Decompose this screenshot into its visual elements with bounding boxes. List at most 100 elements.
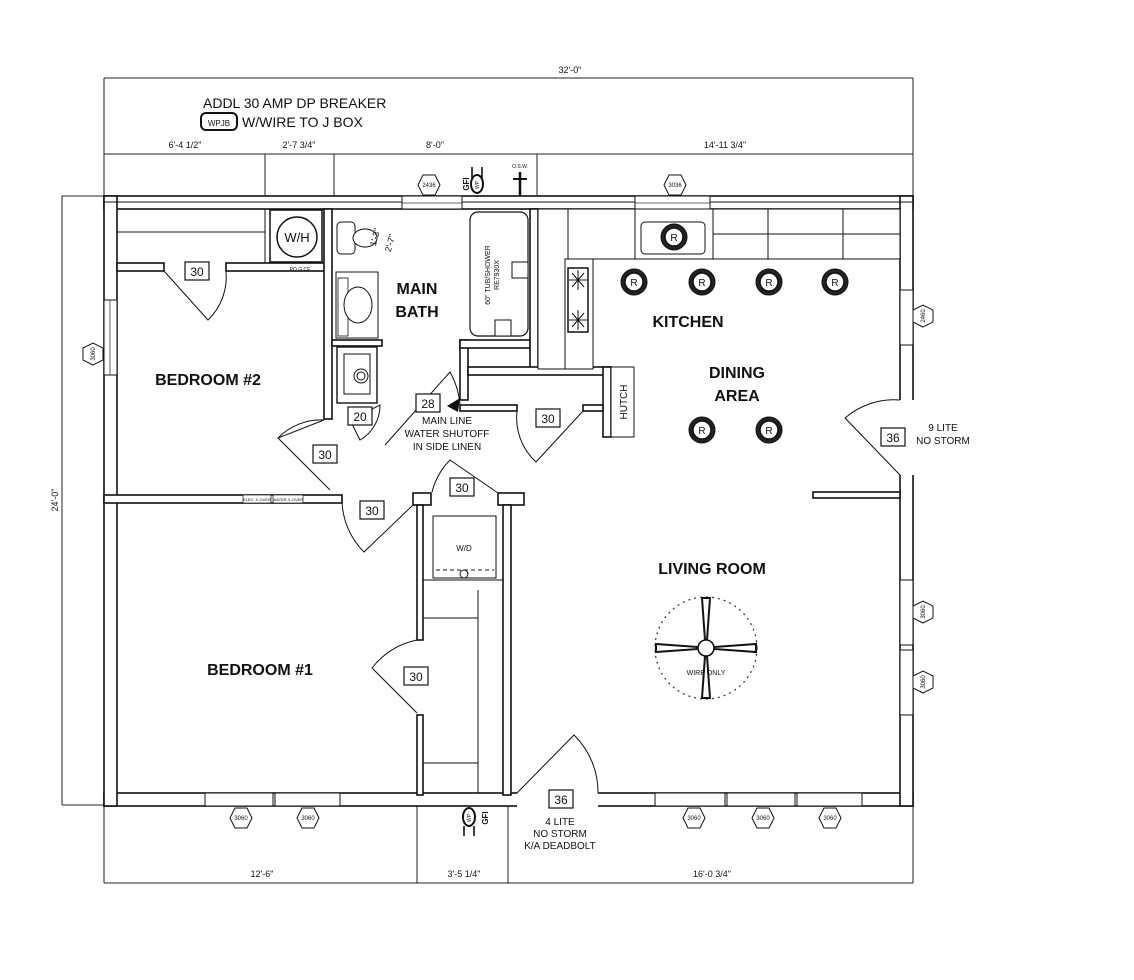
svg-text:28: 28 xyxy=(421,397,435,411)
window-tag-kitchen: 3036 xyxy=(663,174,687,196)
dim-top-2: 2'-7 3/4" xyxy=(283,140,316,150)
svg-text:30: 30 xyxy=(409,670,423,684)
recessed-light-label: R xyxy=(670,233,677,244)
door-tags: 30 20 28 30 30 30 30 30 36 36 xyxy=(184,261,906,809)
toilet-dim-2: 2'-7" xyxy=(383,233,397,253)
room-dining-2: AREA xyxy=(714,388,760,405)
svg-text:3060: 3060 xyxy=(921,605,927,619)
svg-text:30: 30 xyxy=(318,448,332,462)
dim-overall-width: 32'-0" xyxy=(559,65,582,75)
room-main-bath-1: MAIN xyxy=(397,281,438,298)
elec-xover-label: ELEC. X-OVER xyxy=(243,497,271,502)
door-tag-pantry: 30 xyxy=(535,408,561,428)
window-tag-kitchen-side: 2460 xyxy=(912,304,934,328)
door-tag-linen: 20 xyxy=(347,406,373,426)
toilet-dim-1: 1'-3" xyxy=(368,227,382,247)
window-tag-living-side2: 3060 xyxy=(912,670,934,694)
window-tag-bed1-b: 3060 xyxy=(296,807,320,829)
tub-label-1: 60" TUB/SHOWER xyxy=(485,245,492,305)
recessed-light-icon: R xyxy=(620,268,648,296)
dim-top-3: 8'-0" xyxy=(426,140,444,150)
water-shutoff-note-2: WATER SHUTOFF xyxy=(405,429,490,440)
fan-hub-icon xyxy=(697,639,715,657)
svg-text:30: 30 xyxy=(190,265,204,279)
door-tag-bath: 28 xyxy=(415,393,441,413)
window-tag-bath: 2436 xyxy=(417,174,441,196)
recessed-light-label: R xyxy=(630,278,637,289)
room-dining-1: DINING xyxy=(709,365,765,382)
breaker-note-line2: W/WIRE TO J BOX xyxy=(242,114,363,130)
window-tag-bed1-a: 3060 xyxy=(229,807,253,829)
door-tag-bed1-closet: 30 xyxy=(403,666,429,686)
door-tag-bed2: 30 xyxy=(312,444,338,464)
osw-label: O.S.W. xyxy=(512,164,528,170)
svg-text:20: 20 xyxy=(353,410,367,424)
side-door-note-2: NO STORM xyxy=(916,436,970,447)
notes: MAIN LINE WATER SHUTOFF IN SIDE LINEN 9 … xyxy=(405,398,970,852)
dim-bottom-2: 3'-5 1/4" xyxy=(448,869,481,879)
hutch: HUTCH xyxy=(610,366,635,438)
svg-text:30: 30 xyxy=(541,412,555,426)
window-tag-living-side1: 3060 xyxy=(912,600,934,624)
front-door-note-3: K/A DEADBOLT xyxy=(524,841,596,852)
breaker-note: ADDL 30 AMP DP BREAKER WPJB W/WIRE TO J … xyxy=(200,95,386,131)
door-tag-side-entry: 36 xyxy=(880,427,906,447)
side-door-note-1: 9 LITE xyxy=(928,423,958,434)
breaker-note-line1: ADDL 30 AMP DP BREAKER xyxy=(203,95,386,111)
dim-bottom-3: 16'-0 3/4" xyxy=(693,869,731,879)
window-tag-living-c: 3060 xyxy=(818,807,842,829)
wpjb-symbol-label: WPJB xyxy=(208,119,230,128)
linen-washer xyxy=(336,346,378,404)
washer-dryer-label: W/D xyxy=(456,544,472,553)
svg-text:2460: 2460 xyxy=(921,309,927,323)
hutch-label: HUTCH xyxy=(619,385,630,420)
svg-text:3036: 3036 xyxy=(668,183,682,189)
wp-label-top: WP xyxy=(475,180,481,189)
water-heater-icon xyxy=(276,216,318,258)
svg-text:3060: 3060 xyxy=(301,816,315,822)
recessed-light-icon: R xyxy=(660,223,688,251)
recessed-light-icon: R xyxy=(755,268,783,296)
shutoff-arrow-icon xyxy=(447,398,460,412)
room-kitchen: KITCHEN xyxy=(652,314,723,331)
front-door-note-2: NO STORM xyxy=(533,829,587,840)
wp-gfi-outlet-bottom-icon xyxy=(462,807,476,827)
svg-text:3060: 3060 xyxy=(756,816,770,822)
po-ce-label: PO G CE xyxy=(290,267,312,273)
water-heater: W/H PO G CE xyxy=(269,209,323,273)
recessed-light-icon: R xyxy=(688,268,716,296)
svg-text:3060: 3060 xyxy=(921,675,927,689)
washer-dryer: W/D xyxy=(432,515,497,579)
kitchen-counters xyxy=(537,208,901,370)
recessed-light-label: R xyxy=(765,278,772,289)
svg-text:36: 36 xyxy=(554,793,568,807)
svg-text:30: 30 xyxy=(455,481,469,495)
wpjb-symbol xyxy=(200,112,238,131)
water-heater-label: W/H xyxy=(284,230,309,245)
room-living: LIVING ROOM xyxy=(658,561,766,578)
door-swings xyxy=(163,270,901,794)
fan-label: WIRE ONLY xyxy=(687,670,726,677)
dim-bottom-1: 12'-6" xyxy=(251,869,274,879)
door-tag-bed1: 30 xyxy=(359,500,385,520)
recessed-light-label: R xyxy=(765,426,772,437)
recessed-light-label: R xyxy=(698,426,705,437)
window-tag-living-a: 3060 xyxy=(682,807,706,829)
fan-blade-icon xyxy=(700,597,712,641)
exterior-outlets: GFI WP O.S.W. GFI WP xyxy=(462,164,528,836)
svg-text:2436: 2436 xyxy=(422,183,436,189)
ceiling-fan: WIRE ONLY xyxy=(654,596,758,700)
svg-text:36: 36 xyxy=(886,431,900,445)
tub-label-2: RE7930X xyxy=(494,260,501,290)
svg-text:30: 30 xyxy=(365,504,379,518)
front-door-note-1: 4 LITE xyxy=(545,817,575,828)
water-xover-label: WATER X-OVER xyxy=(273,497,304,502)
room-bedroom-2: BEDROOM #2 xyxy=(155,372,261,389)
vanity-sink xyxy=(335,271,379,339)
door-tag-bed2-closet: 30 xyxy=(184,261,210,281)
water-shutoff-note-1: MAIN LINE xyxy=(422,416,472,427)
dim-top-1: 6'-4 1/2" xyxy=(169,140,202,150)
